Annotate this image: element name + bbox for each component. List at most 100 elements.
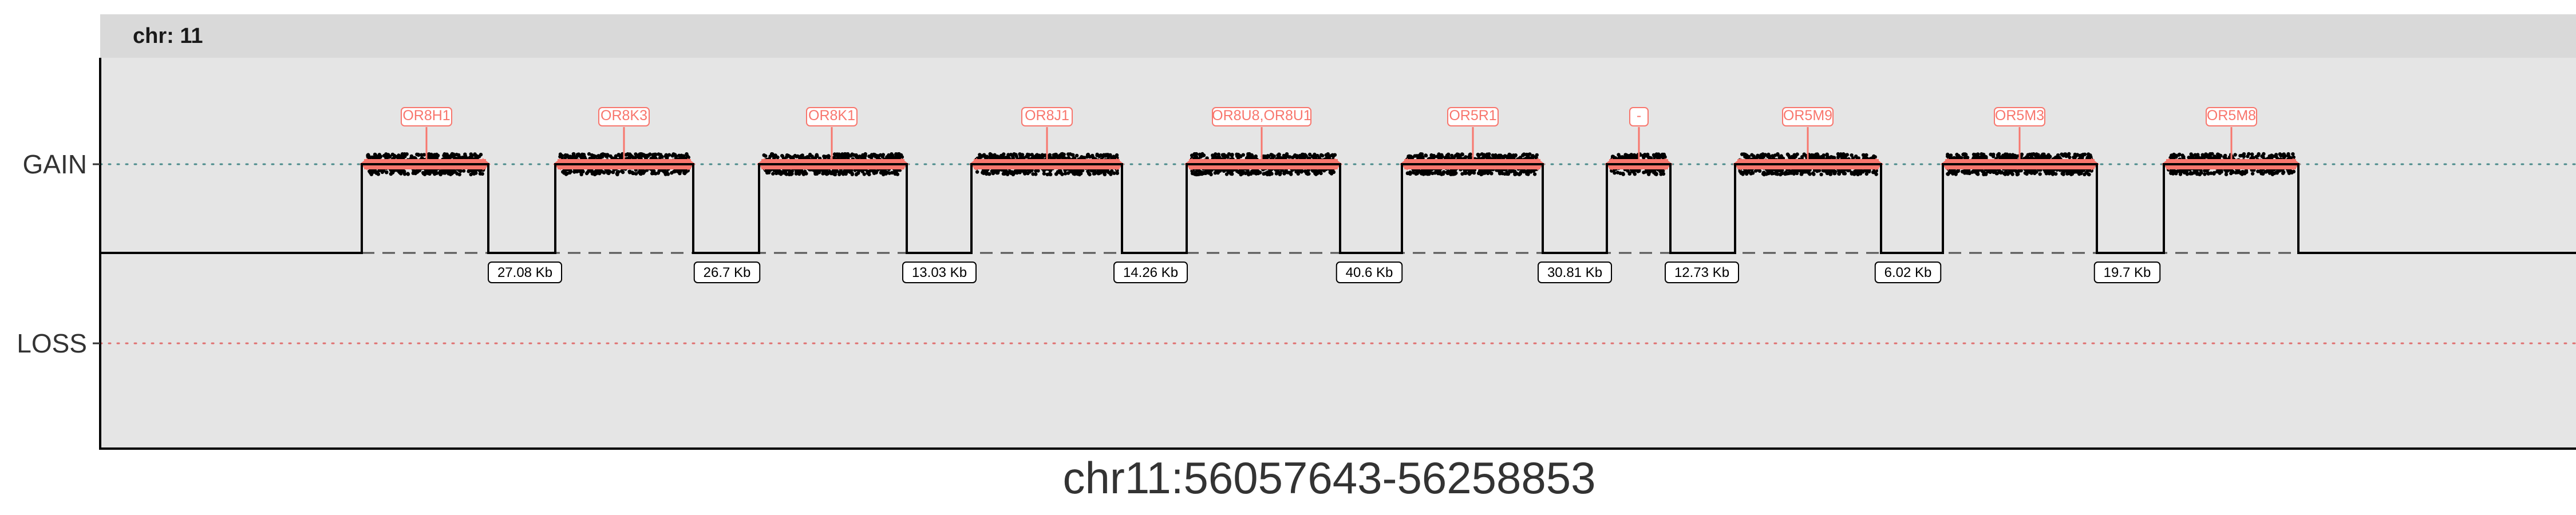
gain-point xyxy=(475,154,479,158)
gain-point xyxy=(985,154,989,159)
gain-point xyxy=(1472,171,1476,175)
gain-point xyxy=(1274,172,1278,176)
gain-point xyxy=(1040,156,1044,160)
gain-point xyxy=(1194,152,1199,156)
gain-point xyxy=(1313,171,1317,176)
gain-point xyxy=(1449,172,1453,176)
gain-point xyxy=(438,172,442,176)
gain-point xyxy=(975,170,979,174)
gain-point xyxy=(1807,171,1811,175)
gain-point xyxy=(600,170,605,174)
gain-point xyxy=(1656,156,1660,160)
gain-point xyxy=(1014,153,1018,157)
gain-point xyxy=(1058,153,1062,157)
gain-point xyxy=(1005,171,1010,175)
gain-point xyxy=(1747,169,1751,173)
gain-point xyxy=(1253,169,1257,174)
gain-point xyxy=(1110,169,1114,173)
gain-point xyxy=(890,171,894,175)
gain-point xyxy=(1097,154,1101,159)
gain-point xyxy=(788,169,792,173)
gain-point xyxy=(2078,171,2082,175)
gain-point xyxy=(366,153,370,157)
gain-point xyxy=(1741,172,1745,176)
gain-point xyxy=(1075,153,1079,158)
gain-point xyxy=(427,154,431,159)
gain-point xyxy=(857,169,861,173)
gain-point xyxy=(1957,155,1961,159)
gain-point xyxy=(579,172,583,176)
gain-point xyxy=(1306,172,1310,176)
gain-point xyxy=(1843,155,1847,159)
gain-point xyxy=(685,154,689,158)
gain-point xyxy=(1767,171,1771,176)
gain-point xyxy=(1992,170,1996,175)
gain-point xyxy=(2060,152,2064,156)
gain-point xyxy=(844,168,848,172)
gain-point xyxy=(640,169,644,173)
gain-point xyxy=(1115,171,1120,175)
gain-point xyxy=(1771,171,1775,176)
gain-point xyxy=(1306,168,1310,172)
gain-point xyxy=(1190,153,1194,157)
gain-point xyxy=(450,152,455,156)
gain-point xyxy=(609,154,613,159)
gain-point xyxy=(1762,154,1766,158)
gain-point xyxy=(764,154,768,158)
gain-point xyxy=(989,155,993,159)
gain-point xyxy=(684,169,689,173)
gain-point xyxy=(578,169,582,173)
gain-point xyxy=(1852,172,1856,176)
gain-point xyxy=(1618,156,1623,160)
facet-strip-label: chr: 11 xyxy=(133,24,203,48)
gain-point xyxy=(1095,171,1099,175)
gain-point xyxy=(657,169,661,173)
gain-point xyxy=(1075,169,1079,173)
gain-point xyxy=(1250,153,1254,157)
gain-point xyxy=(1518,156,1523,160)
gain-point xyxy=(1427,169,1431,173)
gain-point xyxy=(1307,152,1312,157)
gain-point xyxy=(1513,169,1517,173)
gain-point xyxy=(2238,154,2242,158)
gain-point xyxy=(1954,171,1958,175)
gain-point xyxy=(1961,170,1965,174)
gain-point xyxy=(2080,154,2085,159)
gain-point xyxy=(1946,152,1950,157)
gain-point xyxy=(1022,156,1026,160)
gain-point xyxy=(2010,172,2014,176)
gain-point xyxy=(2054,155,2058,160)
gain-point xyxy=(1824,170,1829,174)
gain-point xyxy=(1306,156,1310,160)
gain-point xyxy=(779,171,783,176)
gain-point xyxy=(1108,153,1112,157)
gain-point xyxy=(981,171,985,175)
gain-point xyxy=(1086,153,1090,157)
gain-point xyxy=(449,154,454,159)
gain-point xyxy=(1627,172,1631,176)
gain-point xyxy=(442,153,447,157)
gain-point xyxy=(2006,153,2010,157)
gain-point xyxy=(828,170,832,174)
gain-point xyxy=(841,154,845,159)
gain-point xyxy=(1031,172,1035,176)
gain-point xyxy=(1617,153,1621,157)
gain-point xyxy=(651,171,655,175)
gain-point xyxy=(1494,153,1498,157)
gain-point xyxy=(1229,153,1233,157)
gain-point xyxy=(368,171,373,175)
gain-point xyxy=(682,154,686,158)
gain-point xyxy=(1828,172,1833,176)
gain-point xyxy=(1961,152,1965,157)
gain-point xyxy=(1971,168,1976,173)
gain-point xyxy=(2038,172,2042,176)
gain-point xyxy=(1829,155,1834,159)
gain-point xyxy=(2075,170,2079,174)
gain-point xyxy=(478,172,483,176)
gain-point xyxy=(1633,172,1637,176)
gain-point xyxy=(1506,172,1511,176)
gain-point xyxy=(1662,152,1666,157)
gain-point xyxy=(890,152,894,156)
gain-point xyxy=(1641,153,1645,158)
gain-point xyxy=(1454,154,1458,158)
